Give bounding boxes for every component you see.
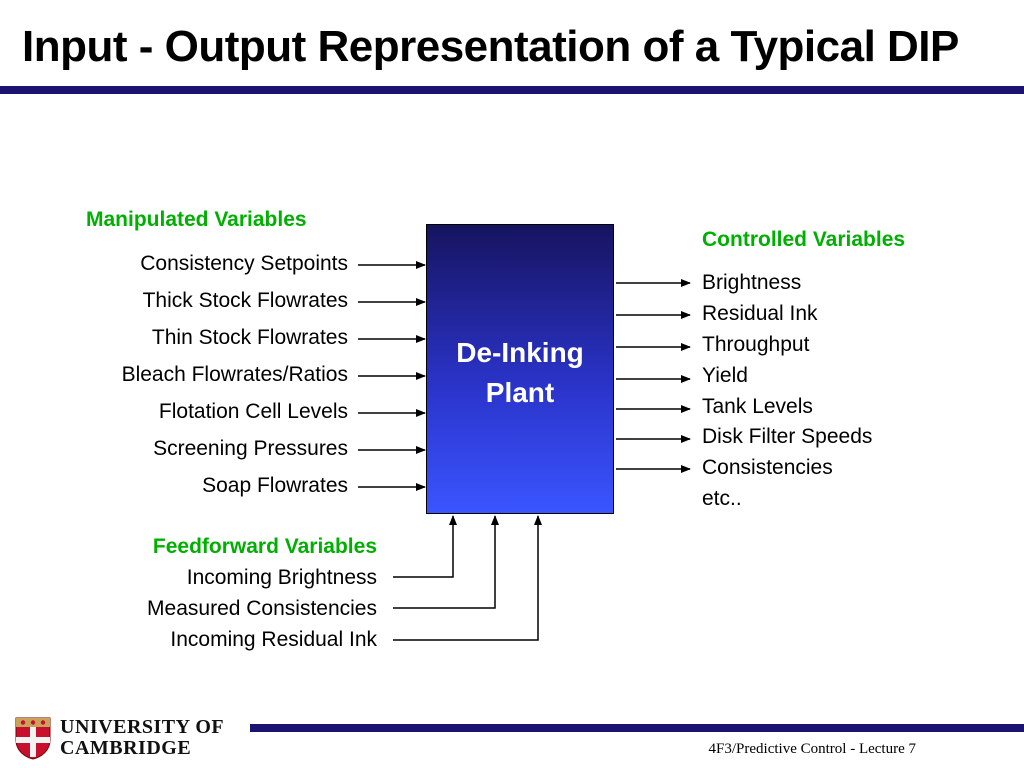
controlled-variable-label: Disk Filter Speeds (702, 425, 873, 448)
manipulated-variable-label: Flotation Cell Levels (158, 400, 348, 423)
feedforward-variables-heading: Feedforward Variables (152, 535, 377, 558)
controlled-variable-label: Consistencies (702, 456, 833, 479)
manipulated-variable-label: Bleach Flowrates/Ratios (121, 363, 348, 386)
feedforward-arrow (393, 515, 457, 578)
controlled-variables-heading: Controlled Variables (702, 228, 906, 251)
manipulated-variable-label: Thin Stock Flowrates (151, 326, 348, 349)
manipulated-variable-label: Thick Stock Flowrates (142, 289, 348, 312)
plant-label: De-Inking Plant (456, 337, 584, 408)
controlled-variable-label: Brightness (702, 271, 802, 294)
controlled-variable-label: Yield (702, 364, 748, 387)
logo-line-2: CAMBRIDGE (60, 737, 192, 759)
cambridge-shield-icon (15, 717, 51, 760)
logo-line-1: UNIVERSITY OF (60, 716, 225, 738)
feedforward-arrow (393, 515, 499, 609)
manipulated-variable-label: Consistency Setpoints (140, 252, 348, 275)
controlled-variable-label: Throughput (702, 333, 810, 356)
manipulated-variable-label: Screening Pressures (153, 437, 348, 460)
page-title: Input - Output Representation of a Typic… (22, 22, 959, 71)
feedforward-arrow (393, 515, 542, 641)
manipulated-variable-label: Soap Flowrates (202, 474, 348, 497)
controlled-variable-label: etc.. (702, 487, 742, 510)
feedforward-variable-label: Incoming Residual Ink (170, 628, 377, 651)
title-rule (0, 86, 1024, 94)
controlled-variable-label: Tank Levels (702, 395, 813, 418)
feedforward-variable-label: Incoming Brightness (186, 566, 377, 589)
university-logo: UNIVERSITY OF CAMBRIDGE (14, 716, 224, 760)
manipulated-variables-heading: Manipulated Variables (86, 208, 307, 231)
de-inking-plant-block: De-Inking Plant (426, 224, 614, 514)
controlled-variable-label: Residual Ink (702, 302, 818, 325)
feedforward-variable-label: Measured Consistencies (147, 597, 377, 620)
footer-rule (250, 724, 1024, 732)
footer-lecture-label: 4F3/Predictive Control - Lecture 7 (708, 741, 916, 757)
